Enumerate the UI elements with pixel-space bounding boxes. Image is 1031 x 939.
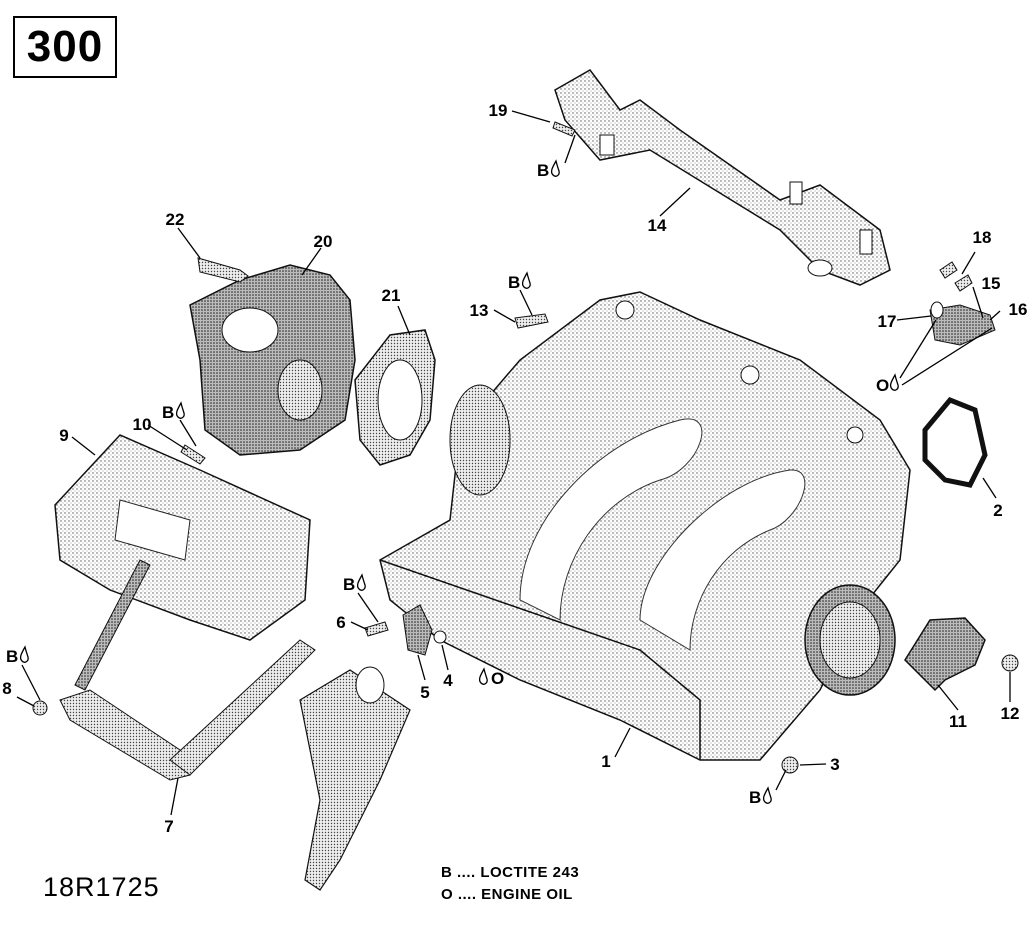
drop-icon	[521, 271, 531, 289]
part-bolt-3	[781, 756, 799, 774]
part-bolt-13	[514, 313, 549, 329]
legend-engine-oil: O .... ENGINE OIL	[441, 886, 573, 903]
svg-text:B: B	[162, 403, 174, 422]
callout-15: 15	[982, 274, 1001, 293]
marker-loctite-19: B	[537, 159, 560, 180]
callout-2: 2	[993, 501, 1002, 520]
drop-icon	[478, 667, 488, 685]
callout-17: 17	[878, 312, 897, 331]
callout-5: 5	[420, 683, 429, 702]
marker-loctite-8: B	[6, 645, 29, 666]
callout-9: 9	[59, 426, 68, 445]
document-reference: 18R1725	[43, 872, 160, 902]
drop-icon	[175, 401, 185, 419]
page-number: 300	[26, 22, 104, 71]
part-seal-5	[402, 604, 433, 656]
drop-icon	[889, 373, 899, 391]
part-bolt-12	[1001, 654, 1019, 672]
callout-6: 6	[336, 613, 345, 632]
part-ecm-bracket	[54, 434, 316, 781]
callout-22: 22	[166, 210, 185, 229]
marker-loctite-6: B	[343, 573, 366, 594]
svg-text:B: B	[343, 575, 355, 594]
callout-1: 1	[601, 752, 610, 771]
part-o-ring-4	[433, 630, 447, 644]
marker-loctite-3: B	[749, 786, 772, 807]
marker-oil-4: O	[478, 667, 504, 688]
legend-loctite: B .... LOCTITE 243	[441, 864, 580, 881]
callout-12: 12	[1001, 704, 1020, 723]
svg-text:B: B	[6, 647, 18, 666]
page-number-box: 300	[13, 16, 117, 78]
drop-icon	[550, 159, 560, 177]
callout-7: 7	[164, 817, 173, 836]
svg-text:O: O	[491, 669, 504, 688]
callout-13: 13	[470, 301, 489, 320]
part-bolt-8	[32, 700, 48, 716]
callout-18: 18	[973, 228, 992, 247]
marker-loctite-13: B	[508, 271, 531, 292]
part-bolt-6	[364, 621, 389, 637]
callout-14: 14	[648, 216, 667, 235]
part-bolt-22	[197, 257, 249, 283]
part-sensor-11	[904, 617, 986, 692]
svg-text:B: B	[749, 788, 761, 807]
part-sensor-15	[929, 301, 996, 346]
part-intake-manifold	[379, 291, 911, 761]
marker-loctite-10: B	[162, 401, 185, 422]
drop-icon	[19, 645, 29, 663]
callout-3: 3	[830, 755, 839, 774]
callout-10: 10	[133, 415, 152, 434]
svg-text:B: B	[508, 273, 520, 292]
part-gasket-21	[354, 329, 436, 466]
callout-8: 8	[2, 679, 11, 698]
part-support-bracket	[299, 666, 411, 891]
drop-icon	[762, 786, 772, 804]
drop-icon	[356, 573, 366, 591]
part-throttle-body	[189, 264, 356, 456]
callout-4: 4	[443, 671, 453, 690]
callout-16: 16	[1009, 300, 1028, 319]
callout-21: 21	[382, 286, 401, 305]
callout-19: 19	[489, 101, 508, 120]
part-injector-seal-18	[939, 261, 973, 292]
callout-11: 11	[949, 712, 967, 731]
part-fuel-rail	[554, 69, 891, 286]
callout-20: 20	[314, 232, 333, 251]
part-gasket-2	[922, 397, 988, 488]
part-bolt-19	[552, 121, 576, 137]
svg-text:O: O	[876, 376, 889, 395]
leader-lines	[16, 110, 1011, 816]
marker-oil-17: O	[876, 373, 899, 395]
legend: B .... LOCTITE 243 O .... ENGINE OIL	[441, 862, 579, 906]
svg-text:B: B	[537, 161, 549, 180]
